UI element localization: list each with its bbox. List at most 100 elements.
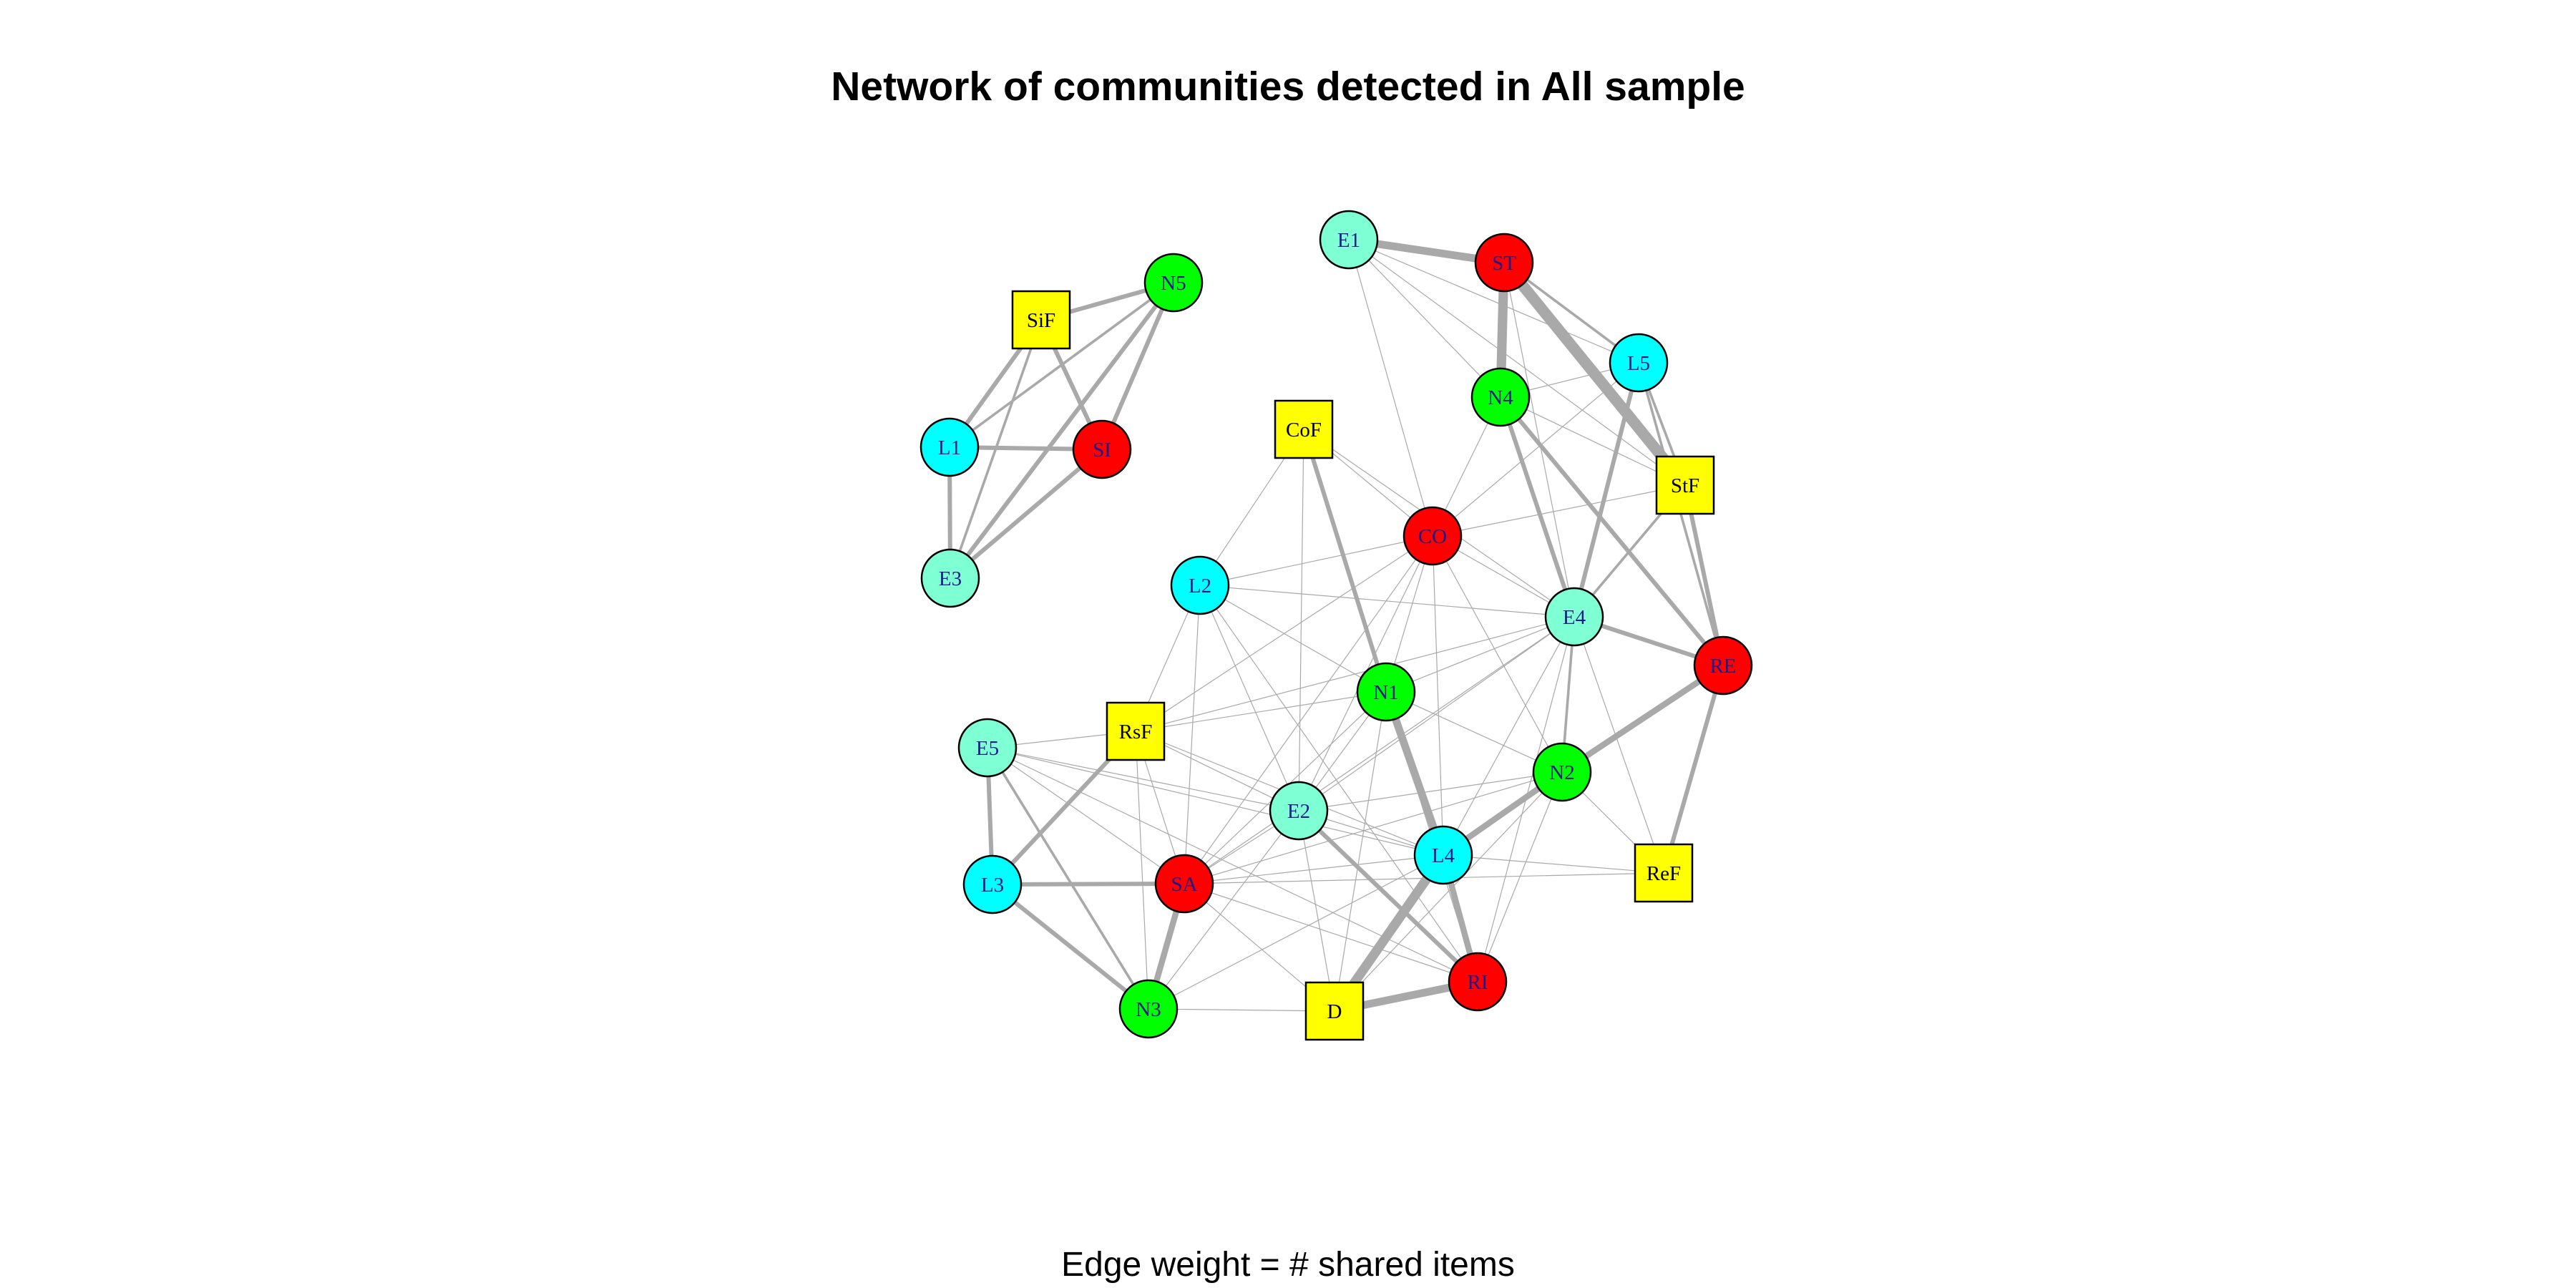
edge-RE-ReF bbox=[1662, 663, 1725, 875]
edge-L4-ReF bbox=[1443, 854, 1664, 874]
node-label-E4: E4 bbox=[1563, 606, 1586, 629]
edge-N5-L1 bbox=[948, 281, 1175, 449]
edge-StF-CO bbox=[1432, 484, 1686, 537]
figure-title: Network of communities detected in All s… bbox=[831, 64, 1745, 109]
node-L2: L2 bbox=[1170, 555, 1230, 615]
edge-E5-E2 bbox=[987, 747, 1299, 811]
edge-L2-SA bbox=[1184, 585, 1201, 884]
edge-RE-N2 bbox=[1558, 662, 1727, 776]
node-circle-E1 bbox=[1319, 210, 1379, 270]
node-circle-L5 bbox=[1609, 333, 1669, 393]
node-circle-SI bbox=[1072, 419, 1132, 479]
edge-E4-E2 bbox=[1298, 616, 1575, 811]
edge-weight-caption: Edge weight = # shared items bbox=[1061, 1246, 1515, 1284]
edge-N1-D bbox=[1334, 691, 1387, 1012]
node-N2: N2 bbox=[1532, 742, 1592, 802]
node-square-StF bbox=[1655, 455, 1715, 515]
edge-N2-RI bbox=[1477, 771, 1563, 982]
edge-E4-SA bbox=[1184, 616, 1575, 884]
node-label-D: D bbox=[1327, 1000, 1342, 1023]
node-E1: E1 bbox=[1319, 210, 1379, 270]
node-RsF: RsF bbox=[1106, 701, 1166, 761]
node-square-CoF bbox=[1274, 399, 1334, 459]
node-circle-E4 bbox=[1544, 587, 1604, 647]
edge-StF-RE bbox=[1683, 483, 1725, 668]
node-circle-N5 bbox=[1143, 253, 1204, 313]
edge-N2-D bbox=[1334, 771, 1563, 1012]
node-SI: SI bbox=[1072, 419, 1132, 479]
edge-ST-E4 bbox=[1503, 262, 1575, 618]
edge-E5-N3 bbox=[986, 746, 1150, 1010]
node-circle-CO bbox=[1402, 506, 1463, 566]
node-square-ReF bbox=[1634, 843, 1694, 903]
node-RE: RE bbox=[1693, 635, 1753, 696]
node-circle-E5 bbox=[957, 718, 1018, 778]
node-SA: SA bbox=[1154, 854, 1214, 914]
node-square-SiF bbox=[1011, 290, 1071, 350]
node-circle-E3 bbox=[920, 548, 980, 608]
node-circle-L3 bbox=[962, 854, 1023, 914]
node-label-L3: L3 bbox=[981, 874, 1004, 897]
node-label-N1: N1 bbox=[1373, 681, 1398, 704]
edge-L4-SA bbox=[1184, 854, 1444, 884]
node-label-RE: RE bbox=[1709, 655, 1736, 678]
node-L3: L3 bbox=[962, 854, 1023, 914]
edge-N1-N2 bbox=[1385, 691, 1563, 773]
edge-SI-E3 bbox=[948, 447, 1104, 580]
node-circle-RI bbox=[1448, 952, 1508, 1012]
edge-L3-N3 bbox=[990, 882, 1151, 1011]
node-circle-SA bbox=[1154, 854, 1214, 914]
edge-N1-RsF bbox=[1135, 691, 1387, 732]
node-label-L1: L1 bbox=[938, 436, 961, 459]
node-label-L4: L4 bbox=[1432, 844, 1455, 867]
node-circle-RE bbox=[1693, 635, 1753, 696]
edge-N4-RE bbox=[1498, 395, 1725, 668]
node-L1: L1 bbox=[919, 417, 980, 477]
node-label-L5: L5 bbox=[1627, 352, 1650, 375]
edge-N3-D bbox=[1148, 1008, 1335, 1012]
edge-E1-N4 bbox=[1348, 239, 1501, 398]
edge-E2-RI bbox=[1297, 809, 1480, 984]
edge-E4-L4 bbox=[1443, 616, 1575, 856]
node-SiF: SiF bbox=[1011, 290, 1071, 350]
edge-CO-N2 bbox=[1432, 535, 1563, 773]
edge-SA-RI bbox=[1184, 883, 1478, 982]
node-D: D bbox=[1304, 981, 1365, 1041]
edge-N2-SA bbox=[1184, 771, 1563, 884]
node-label-StF: StF bbox=[1671, 474, 1699, 497]
node-label-N5: N5 bbox=[1161, 272, 1186, 295]
node-circle-N1 bbox=[1356, 662, 1416, 722]
edge-E2-D bbox=[1298, 810, 1335, 1012]
node-circle-N3 bbox=[1118, 979, 1179, 1039]
node-label-L2: L2 bbox=[1189, 575, 1211, 597]
edge-E1-L5 bbox=[1348, 239, 1639, 364]
node-circle-L4 bbox=[1413, 825, 1473, 885]
node-label-SA: SA bbox=[1171, 873, 1197, 896]
node-N1: N1 bbox=[1356, 662, 1416, 722]
edge-N4-E4 bbox=[1498, 395, 1576, 619]
node-label-CoF: CoF bbox=[1286, 419, 1322, 441]
node-E4: E4 bbox=[1544, 587, 1604, 647]
edge-CoF-E2 bbox=[1298, 429, 1304, 811]
edge-E2-N3 bbox=[1148, 810, 1299, 1010]
node-circle-ST bbox=[1474, 233, 1534, 293]
edge-L5-CO bbox=[1432, 362, 1639, 537]
edge-L2-RI bbox=[1199, 585, 1478, 982]
node-CoF: CoF bbox=[1274, 399, 1334, 459]
node-L5: L5 bbox=[1609, 333, 1669, 393]
node-label-RsF: RsF bbox=[1119, 721, 1153, 743]
node-label-E3: E3 bbox=[939, 567, 962, 590]
node-label-E1: E1 bbox=[1337, 229, 1360, 252]
edge-L2-E2 bbox=[1199, 585, 1299, 811]
node-StF: StF bbox=[1655, 455, 1715, 515]
node-RI: RI bbox=[1448, 952, 1508, 1012]
edge-L5-E4 bbox=[1572, 361, 1641, 619]
node-circle-E2 bbox=[1269, 781, 1329, 841]
edge-E4-N1 bbox=[1385, 616, 1575, 693]
node-label-E2: E2 bbox=[1287, 800, 1310, 823]
node-square-RsF bbox=[1106, 701, 1166, 761]
edge-E1-StF bbox=[1348, 239, 1686, 486]
edge-N4-StF bbox=[1500, 396, 1686, 486]
